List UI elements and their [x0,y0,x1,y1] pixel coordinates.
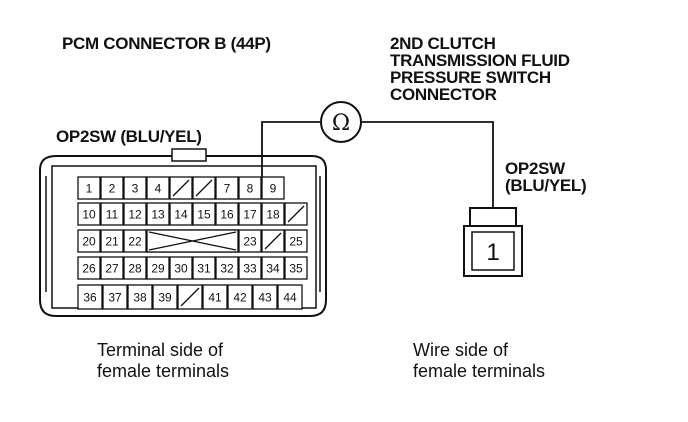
pin-cell [146,176,170,200]
unused-pin-cross [148,231,237,251]
pin-number: 1 [86,182,93,196]
pin-number: 28 [128,262,142,276]
pin-number: 38 [133,291,147,305]
pin-cell [284,229,308,253]
pin-number: 17 [243,208,257,222]
pin-cell [277,284,303,310]
switch-connector [463,207,523,277]
pin-cell [123,202,147,226]
pin-cell [100,229,124,253]
pin-cell [77,284,103,310]
unused-pin-slash [180,287,200,307]
pin-number: 36 [83,291,97,305]
pin-cell [252,284,278,310]
pin-cell [284,256,308,280]
pin-number: 11 [106,208,119,222]
switch-pin-1: 1 [486,239,499,266]
pin-number: 16 [220,208,234,222]
pin-number: 33 [243,262,257,276]
pin-cell [192,202,216,226]
pin-cell [127,284,153,310]
pin-number: 42 [233,291,247,305]
pin-number: 25 [289,235,303,249]
pin-cell [169,202,193,226]
pin-cell [123,176,147,200]
pin-cell [146,256,170,280]
pin-number: 20 [82,235,96,249]
pin-number: 41 [208,291,222,305]
pin-number: 30 [174,262,188,276]
pin-number: 4 [155,182,162,196]
pin-number: 14 [174,208,188,222]
pin-cell [238,202,262,226]
switch-connector-title: 2ND CLUTCH TRANSMISSION FLUID PRESSURE S… [390,34,570,104]
pin-number: 13 [151,208,165,222]
pin-number: 43 [258,291,272,305]
pin-number: 37 [108,291,122,305]
pin-number: 34 [266,262,280,276]
pin-number: 8 [247,182,254,196]
pin-cell [215,176,239,200]
pin-number: 32 [220,262,234,276]
op2sw-right-label: OP2SW (BLU/YEL) [505,159,587,195]
test-wires [261,121,494,208]
pin-cell [261,256,285,280]
pin-cell [146,202,170,226]
pin-cell [227,284,253,310]
unused-pin-slash [195,179,213,197]
pin-number: 7 [224,182,231,196]
pin-number: 35 [289,262,303,276]
pin-number: 3 [132,182,139,196]
pcm-connector-title: PCM CONNECTOR B (44P) [62,34,271,53]
pin-cell [123,256,147,280]
pin-cell [123,229,147,253]
op2sw-left-label: OP2SW (BLU/YEL) [56,127,202,146]
wire-side-caption: Wire side of female terminals [413,340,546,381]
pin-cell [261,202,285,226]
pin-number: 21 [105,235,119,249]
pin-cell [100,256,124,280]
pin-cell [238,256,262,280]
pin-cell [169,256,193,280]
pin-cell [77,202,101,226]
pin-number: 18 [266,208,280,222]
pin-cell [100,176,124,200]
unused-pin-slash [172,179,190,197]
pin-number: 31 [197,262,211,276]
pin-cell [202,284,228,310]
unused-pin-slash [287,205,305,223]
pin-number: 10 [82,208,96,222]
ohmmeter-symbol: Ω [320,101,362,143]
pin-cell [100,202,124,226]
pin-number: 29 [151,262,165,276]
wire-to-switch-pin-1 [362,121,494,208]
pin-number: 26 [82,262,96,276]
pin-number: 15 [197,208,211,222]
pin-cell [77,256,101,280]
pin-cell [215,202,239,226]
pin-cell [77,229,101,253]
pin-cell [261,176,285,200]
pin-cell [238,176,262,200]
pin-cell [215,256,239,280]
terminal-side-caption: Terminal side of female terminals [97,340,230,381]
pin-cell [77,176,101,200]
pin-number: 9 [270,182,277,196]
pin-number: 12 [128,208,142,222]
pin-cell [152,284,178,310]
wire-to-pcm-pin-8 [261,121,320,180]
pin-number: 2 [109,182,116,196]
pin-number: 27 [105,262,119,276]
unused-pin-slash [264,232,282,250]
pin-number: 44 [283,291,297,305]
pin-cell [192,256,216,280]
ohm-icon: Ω [332,111,350,136]
pin-cell [102,284,128,310]
pin-number: 22 [128,235,142,249]
pin-cell [238,229,262,253]
pin-number: 23 [243,235,257,249]
pin-number: 39 [158,291,172,305]
